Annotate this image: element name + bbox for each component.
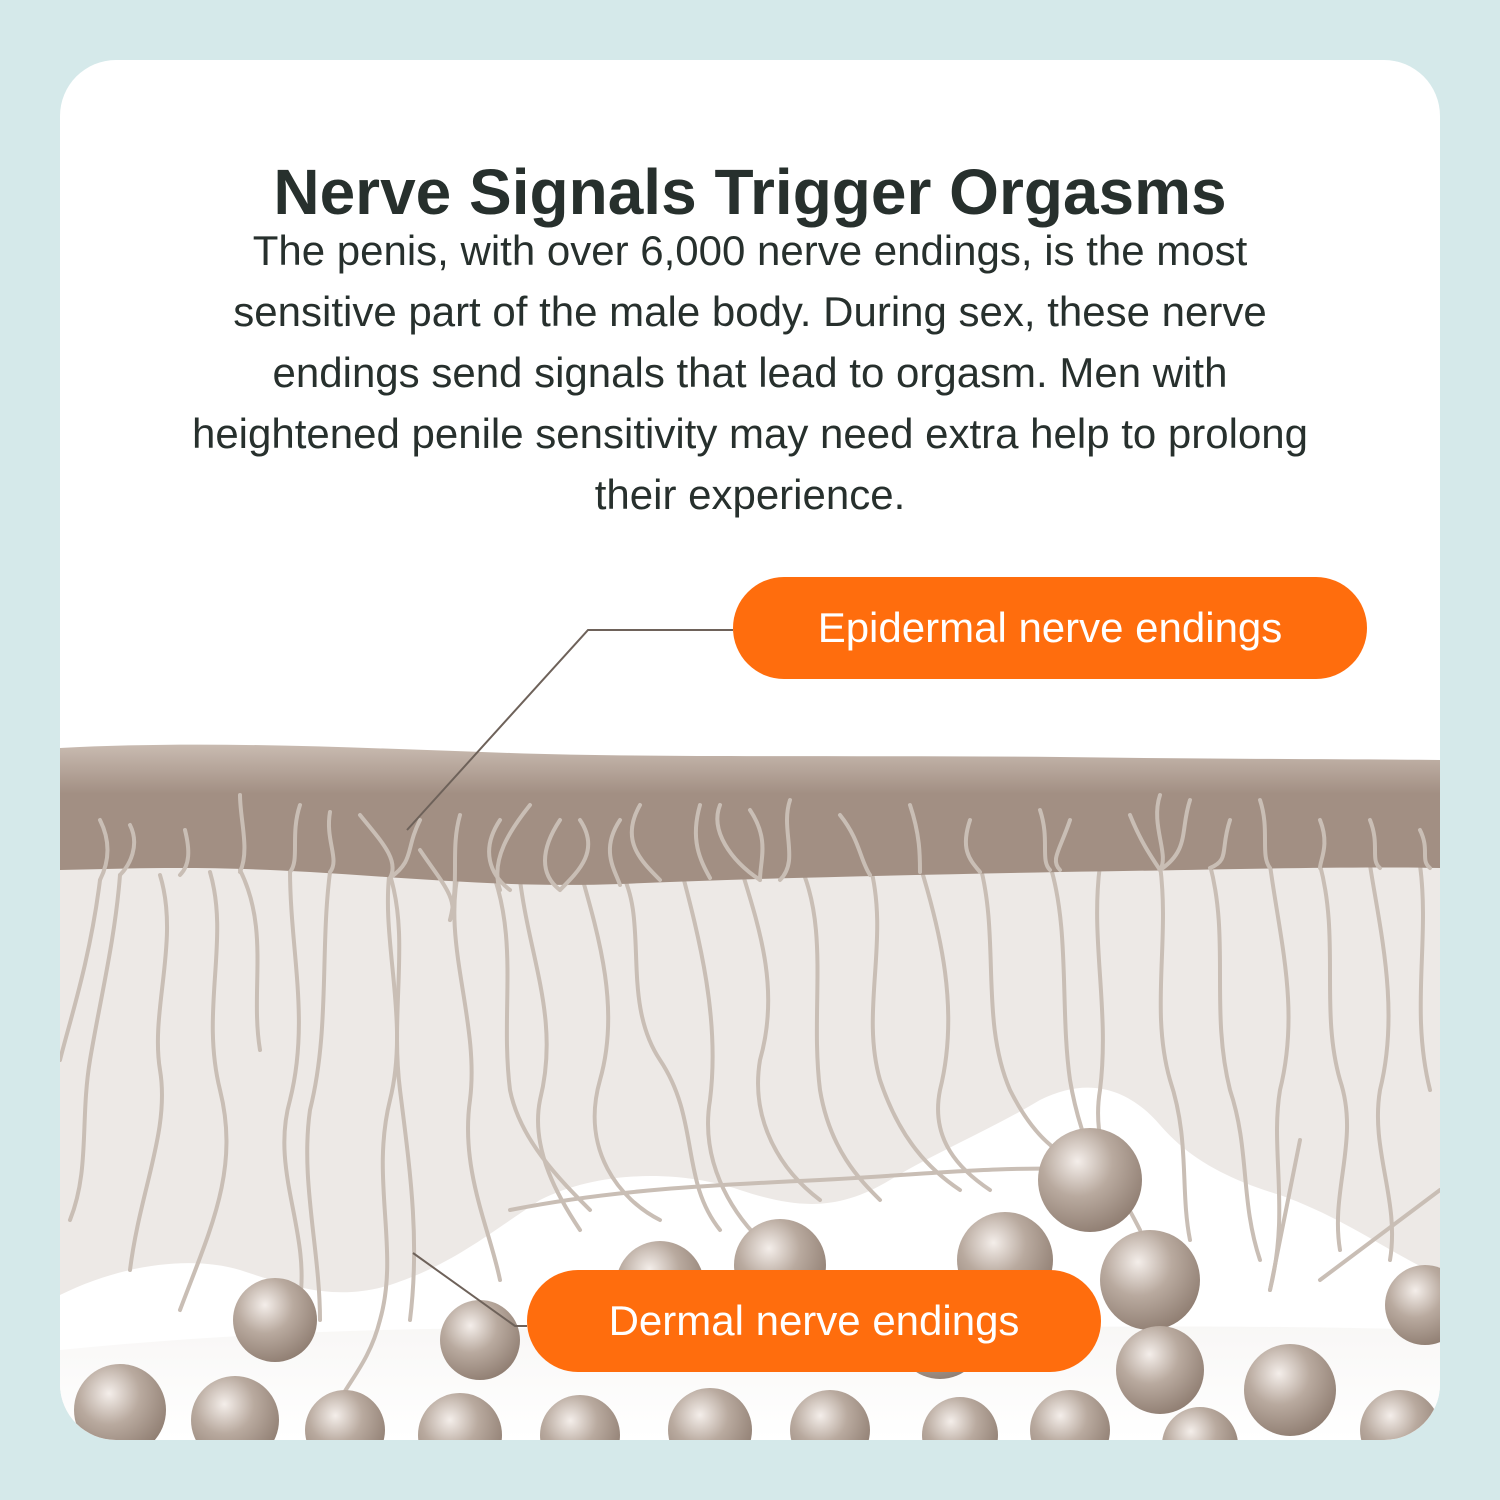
skin-cross-section-illustration <box>60 629 1440 1440</box>
epidermal-nerve-endings-label: Epidermal nerve endings <box>733 577 1367 679</box>
infographic-card: Nerve Signals Trigger Orgasms The penis,… <box>60 60 1440 1440</box>
page-title: Nerve Signals Trigger Orgasms <box>273 156 1227 228</box>
leader-lines <box>406 629 733 1327</box>
description-text: The penis, with over 6,000 nerve endings… <box>191 227 1309 518</box>
epidermal-leader-line <box>406 629 733 831</box>
dermal-nerve-endings-label: Dermal nerve endings <box>527 1270 1101 1372</box>
epidermis-layer <box>60 744 1440 885</box>
epidermal-nerve-fibers <box>98 793 1432 922</box>
dermal-leader-line <box>412 1252 527 1327</box>
